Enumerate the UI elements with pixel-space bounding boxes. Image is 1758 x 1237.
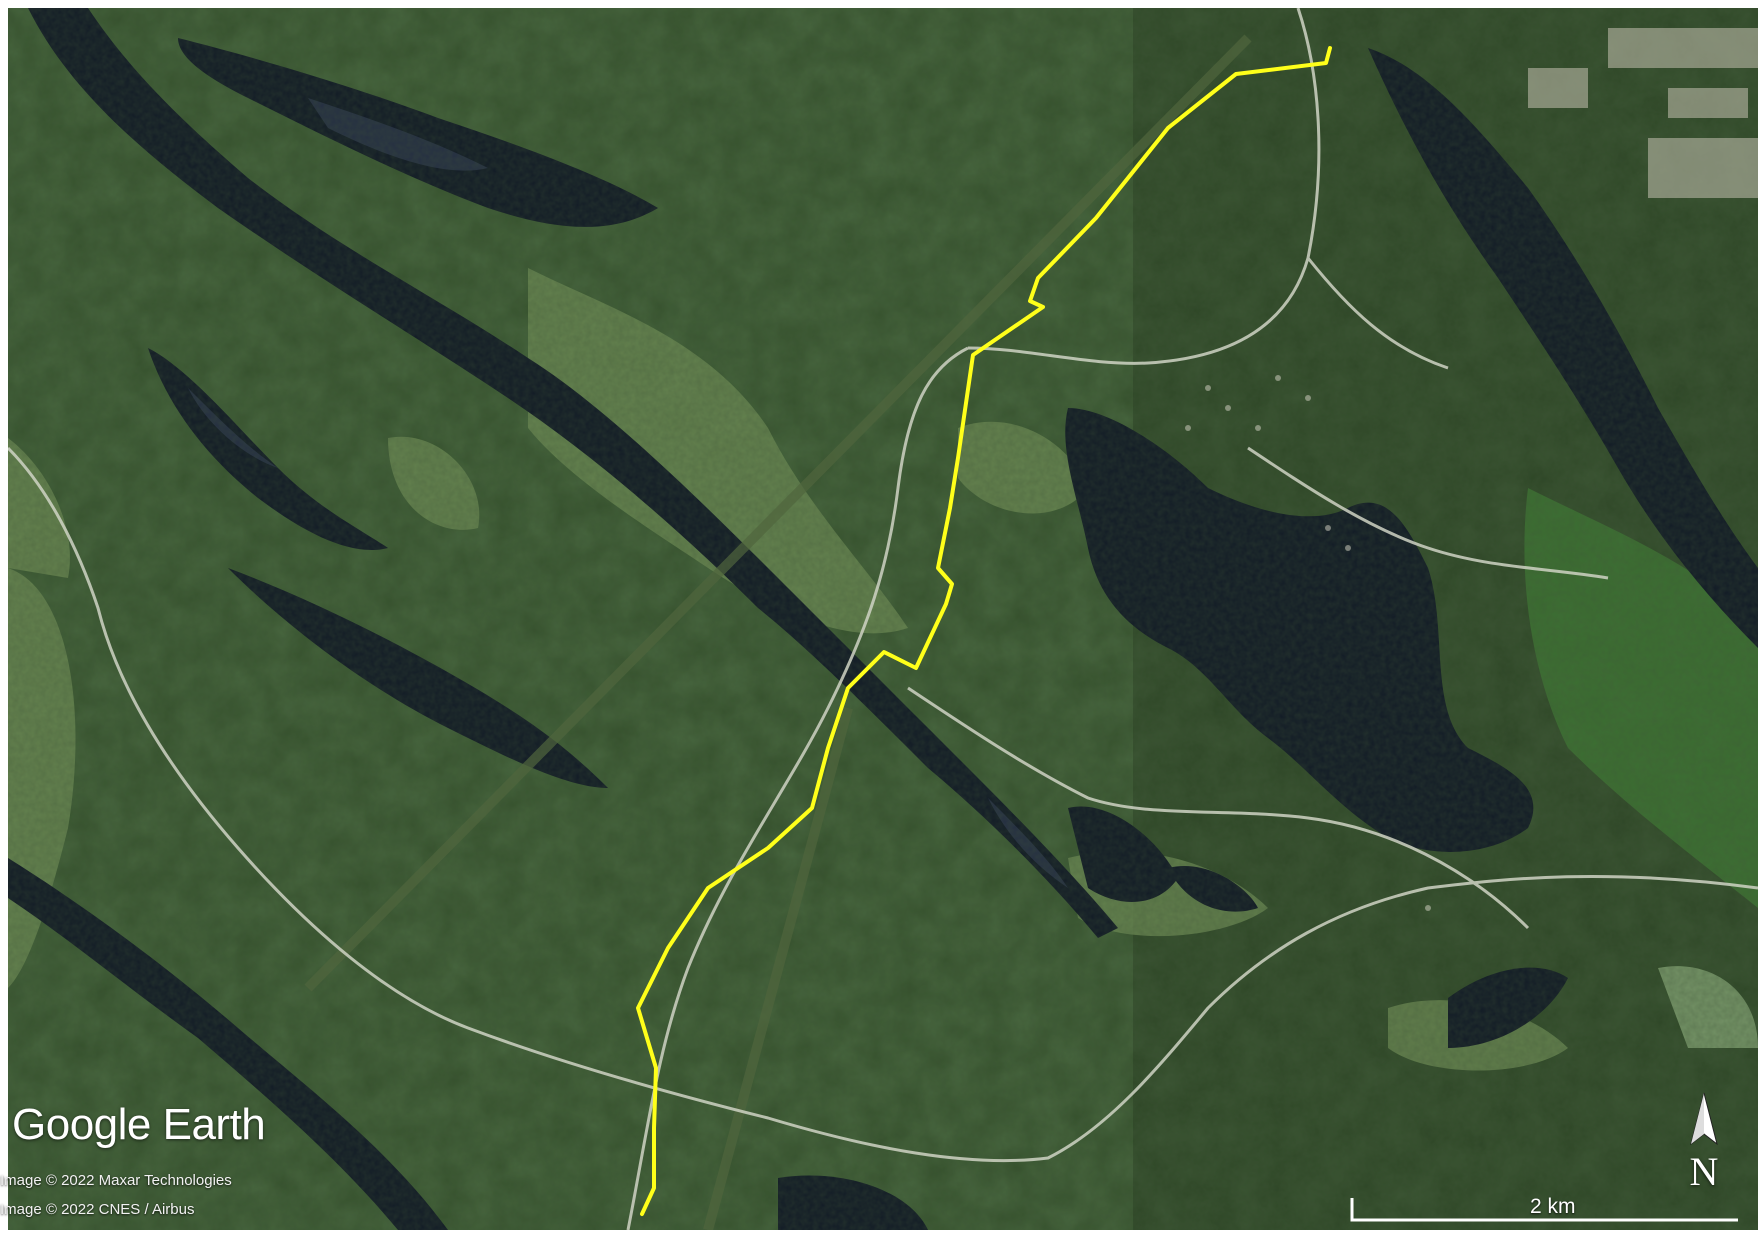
route-path: [636, 46, 1332, 1216]
corridors: [304, 34, 1252, 1230]
north-arrow-icon: [1690, 1092, 1718, 1146]
satellite-imagery: [8, 8, 1758, 1230]
north-label: N: [1689, 1149, 1719, 1194]
imagery-credit-maxar: Image © 2022 Maxar Technologies: [0, 1172, 232, 1189]
scale-bar: [1350, 1198, 1738, 1222]
settlements: [1528, 28, 1758, 198]
roads: [8, 8, 1758, 1230]
google-earth-logo: Google Earth: [12, 1100, 266, 1149]
scale-bar-label: 2 km: [1530, 1195, 1576, 1218]
imagery-credit-cnes: Image © 2022 CNES / Airbus: [0, 1201, 195, 1218]
satellite-map[interactable]: [8, 8, 1758, 1230]
